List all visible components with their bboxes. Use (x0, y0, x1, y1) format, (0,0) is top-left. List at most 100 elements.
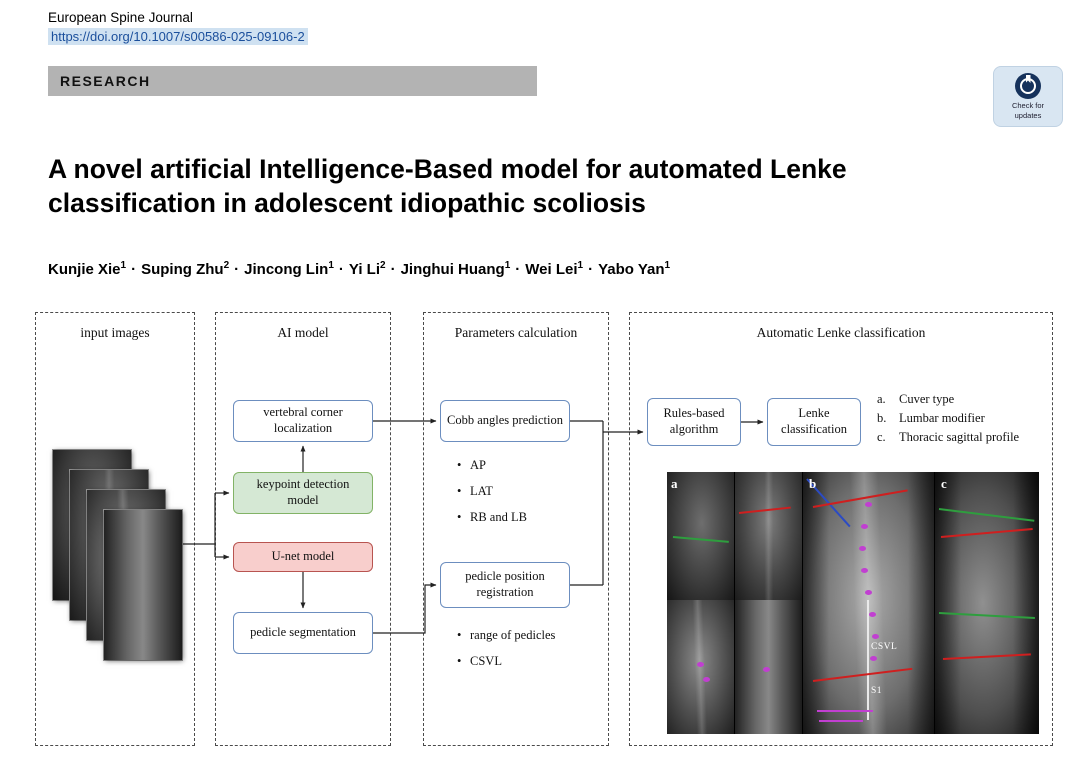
author: Yi Li2 (348, 260, 386, 278)
pedicle-marker (861, 568, 868, 573)
panel-ai-model: AI model (215, 312, 391, 746)
section-label: RESEARCH (60, 73, 151, 89)
author-name: Jinghui Huang (400, 261, 505, 278)
input-xray-thumbnail (104, 510, 182, 660)
author: Kunjie Xie1 (48, 260, 127, 278)
author-separator: · (390, 261, 396, 278)
csvl-label: CSVL (871, 642, 898, 652)
pedicle-marker (697, 662, 704, 667)
legend-row: b. Lumbar modifier (877, 411, 1053, 426)
pedicle-marker (865, 502, 872, 507)
box-unet-model: U-net model (233, 542, 373, 572)
registration-parameter-list: range of pedicles CSVL (455, 628, 555, 680)
legend-key: b. (877, 411, 887, 425)
author-name: Jincong Lin (244, 261, 329, 278)
panel-parameters-label: Parameters calculation (454, 325, 578, 340)
legend-row: c. Thoracic sagittal profile (877, 430, 1053, 445)
panel-input-label: input images (80, 325, 150, 340)
legend-key: a. (877, 392, 886, 406)
pedicle-marker (763, 667, 770, 672)
registration-parameter-item: range of pedicles (455, 628, 555, 643)
pedicle-marker (865, 590, 872, 595)
subfigure-label-b: b (809, 476, 817, 491)
crossmark-icon (1015, 73, 1041, 99)
pedicle-marker (861, 524, 868, 529)
paper-title-line1: A novel artificial Intelligence-Based mo… (48, 154, 847, 184)
author-separator: · (338, 261, 344, 278)
author-affiliation: 1 (504, 260, 511, 271)
author-separator: · (515, 261, 521, 278)
journal-name: European Spine Journal (48, 10, 193, 25)
pedicle-marker (869, 612, 876, 617)
s1-label: S1 (871, 686, 883, 696)
author-name: Kunjie Xie (48, 261, 121, 278)
box-pedicle-position-registration: pedicle position registration (440, 562, 570, 608)
check-for-updates-badge[interactable]: Check for updates (993, 66, 1063, 127)
author: Yabo Yan1 (598, 260, 671, 278)
author-affiliation: 1 (577, 260, 584, 271)
crossmark-bookmark-icon (1025, 75, 1031, 83)
legend-text: Lumbar modifier (899, 411, 985, 425)
panel-lenke-classification: Automatic Lenke classification (629, 312, 1053, 746)
author-separator: · (588, 261, 594, 278)
badge-text-line1: Check for (1011, 101, 1045, 110)
legend-key: c. (877, 430, 886, 444)
xray-image-a-top-right (735, 472, 803, 600)
author-name: Yi Li (348, 261, 380, 278)
subfigure-label-a: a (671, 476, 678, 491)
xray-image-a-bottom-left (667, 600, 735, 734)
registration-parameter-item: CSVL (455, 654, 555, 669)
check-for-updates-label: Check for updates (994, 101, 1062, 121)
author: Suping Zhu2 (141, 260, 230, 278)
panel-parameters: Parameters calculation (423, 312, 609, 746)
author-affiliation: 1 (120, 260, 127, 271)
legend-row: a. Cuver type (877, 392, 1053, 407)
result-xray-collage: CSVL S1 a b c (667, 472, 1039, 734)
pedicle-marker (872, 634, 879, 639)
box-cobb-angles-prediction: Cobb angles prediction (440, 400, 570, 442)
csvl-line (867, 600, 869, 720)
paper-title-line2: classification in adolescent idiopathic … (48, 188, 646, 219)
cobb-parameter-item: AP (455, 458, 527, 473)
author: Jinghui Huang1 (400, 260, 511, 278)
box-lenke-classification: Lenke classification (767, 398, 861, 446)
panel-input-images: input images (35, 312, 195, 746)
doi-link[interactable]: https://doi.org/10.1007/s00586-025-09106… (48, 28, 308, 45)
box-rules-based-algorithm: Rules-based algorithm (647, 398, 741, 446)
author-name: Wei Lei (525, 261, 578, 278)
paper-title: A novel artificial Intelligence-Based mo… (48, 152, 928, 221)
legend-text: Cuver type (899, 392, 955, 406)
subfigure-label-c: c (941, 476, 947, 491)
box-pedicle-segmentation: pedicle segmentation (233, 612, 373, 654)
author: Jincong Lin1 (244, 260, 334, 278)
author-separator: · (234, 261, 240, 278)
panel-ai-label: AI model (277, 325, 329, 340)
pedicle-marker (870, 656, 877, 661)
cobb-parameter-item: RB and LB (455, 510, 527, 525)
box-keypoint-detection-model: keypoint detection model (233, 472, 373, 514)
xray-image-b-frontal (803, 472, 935, 734)
figure-flowchart: input images AI model Parameters calcula… (25, 300, 1057, 752)
pedicle-range-annotation (819, 720, 863, 722)
author-affiliation: 2 (223, 260, 230, 271)
author-affiliation: 1 (328, 260, 334, 271)
badge-text-line2: updates (1014, 110, 1042, 120)
section-header-bar: RESEARCH (48, 66, 537, 96)
author-name: Yabo Yan (598, 261, 665, 278)
cobb-parameter-list: AP LAT RB and LB (455, 458, 527, 536)
cobb-parameter-item: LAT (455, 484, 527, 499)
box-vertebral-corner-localization: vertebral corner localization (233, 400, 373, 442)
lenke-legend: a. Cuver type b. Lumbar modifier c. Thor… (877, 392, 1053, 449)
pedicle-marker (703, 677, 710, 682)
author: Wei Lei1 (525, 260, 584, 278)
author-name: Suping Zhu (141, 261, 224, 278)
author-affiliation: 2 (380, 260, 386, 271)
author-list: Kunjie Xie1·Suping Zhu2·Jincong Lin1·Yi … (48, 260, 670, 278)
author-separator: · (131, 261, 137, 278)
panel-lenke-label: Automatic Lenke classification (756, 325, 926, 340)
author-affiliation: 1 (664, 260, 671, 271)
xray-image-a-top-left (667, 472, 735, 600)
pedicle-marker (859, 546, 866, 551)
legend-text: Thoracic sagittal profile (899, 430, 1020, 444)
pedicle-range-annotation (817, 710, 873, 712)
